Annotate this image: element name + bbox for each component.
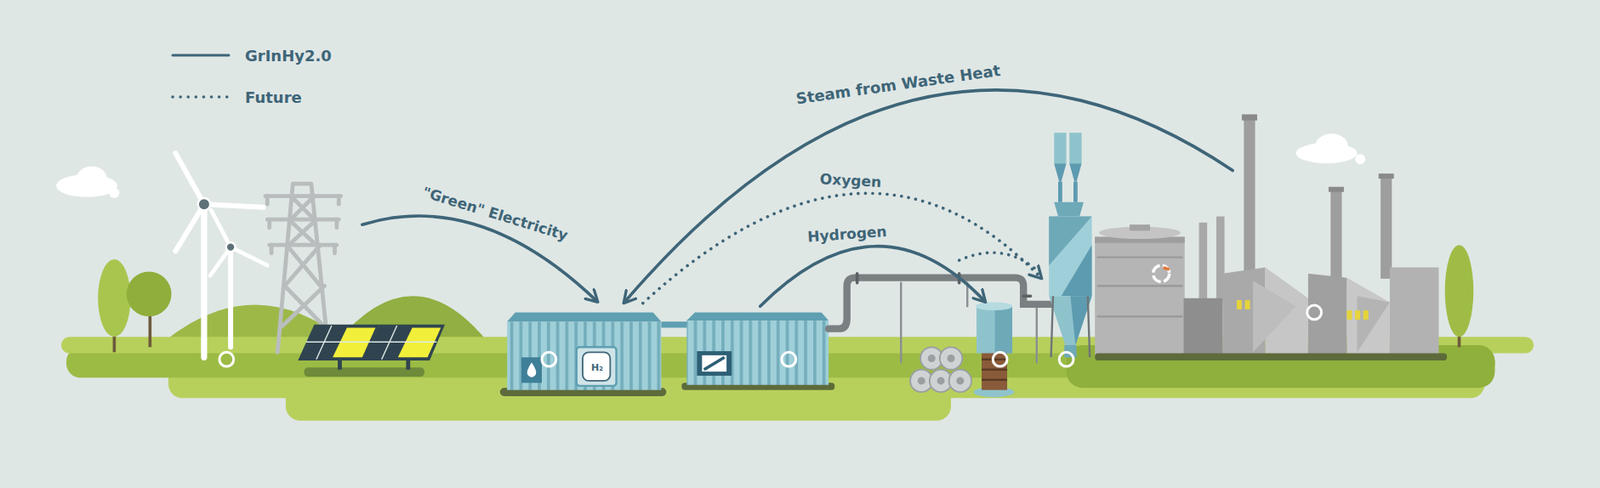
legend: GrInHy2.0Future <box>170 42 332 126</box>
cloud <box>56 133 1366 199</box>
legend-item: Future <box>170 84 332 110</box>
legend-swatch <box>170 51 232 60</box>
paper-roll <box>910 347 972 393</box>
legend-text: GrInHy2.0 <box>244 46 332 65</box>
cyclone-separator <box>1048 132 1092 358</box>
flow-label: Oxygen <box>816 170 884 192</box>
legend-swatch <box>170 92 232 102</box>
legend-text: Future <box>244 88 302 107</box>
electrolyser-container <box>500 312 835 396</box>
legend-item: GrInHy2.0 <box>170 42 332 69</box>
wind-turbine <box>175 153 268 358</box>
paper-mill <box>1094 113 1447 360</box>
icon-label: H₂ <box>588 363 606 375</box>
solar-panel <box>297 324 445 377</box>
flow-arrow <box>362 90 1233 307</box>
pipe <box>828 273 1054 363</box>
location-marker <box>219 305 1322 367</box>
reactor-tank <box>973 301 1014 398</box>
